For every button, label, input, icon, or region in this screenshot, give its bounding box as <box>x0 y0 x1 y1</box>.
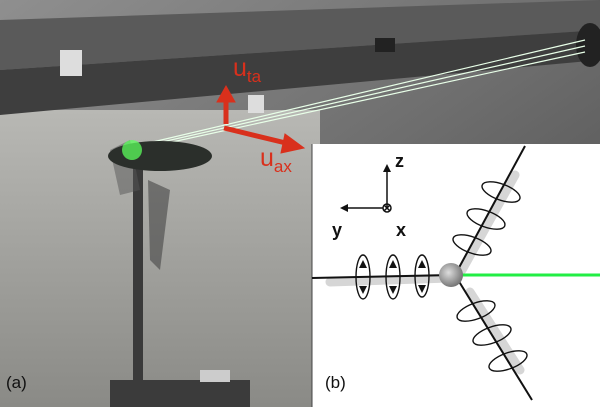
vortex-loops <box>355 181 528 372</box>
x-axis-label: x <box>396 220 406 240</box>
x-axis-into-page-icon <box>382 203 392 213</box>
blade-lower <box>454 274 533 401</box>
diagram-panel-b: z y x (b) <box>311 144 600 407</box>
axial-arrow-head <box>280 133 306 154</box>
laser-beams <box>139 39 586 150</box>
blades <box>311 145 533 401</box>
panel-a-label: (a) <box>6 373 27 392</box>
blade-upper <box>454 145 526 276</box>
z-axis-label: z <box>395 151 404 171</box>
ceiling-beam <box>0 0 600 70</box>
hub <box>439 263 463 287</box>
u-ax-label: uax <box>260 144 292 176</box>
axial-arrow <box>223 125 291 147</box>
base <box>110 380 250 407</box>
ceiling-beam-shadow <box>0 30 600 115</box>
vortex-arrowheads <box>359 260 426 294</box>
panel-b-label: (b) <box>325 373 346 392</box>
coordinate-axes <box>346 170 392 213</box>
laser-source <box>576 23 600 67</box>
laser-spot <box>122 140 142 160</box>
turbine-blade <box>148 180 170 270</box>
beam-bracket <box>60 50 82 76</box>
blade-left <box>311 274 456 279</box>
tangential-arrow-head <box>216 84 236 103</box>
turbine-tower <box>133 150 143 395</box>
y-axis-label: y <box>332 220 342 240</box>
velocity-arrows <box>216 84 306 154</box>
u-ta-label: uta <box>233 54 262 86</box>
